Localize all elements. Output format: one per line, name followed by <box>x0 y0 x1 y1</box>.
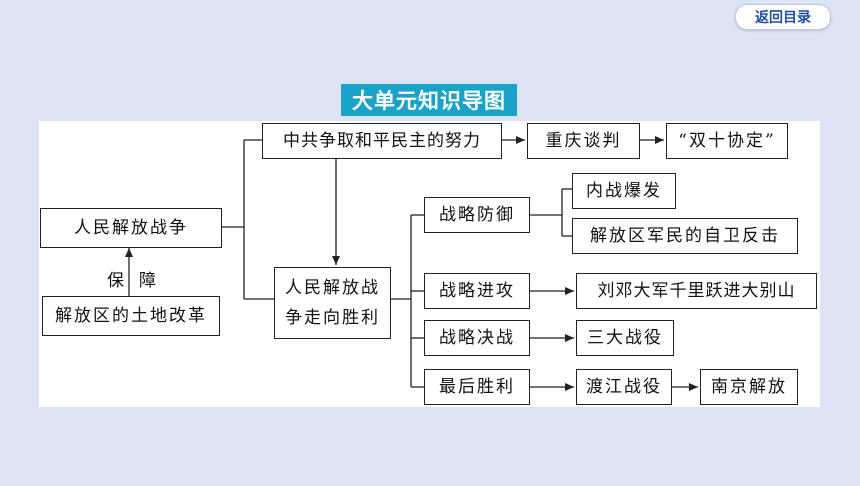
node-three-campaigns: 三大战役 <box>576 320 674 356</box>
back-to-contents-button[interactable]: 返回目录 <box>735 4 831 30</box>
connector-lines <box>125 136 698 391</box>
label-guarantee-1: 保 <box>107 271 124 291</box>
node-final-victory: 最后胜利 <box>424 369 530 405</box>
node-double-ten: “双十协定” <box>666 123 788 159</box>
mind-map-panel: 人民解放战争 解放区的土地改革 保 障 中共争取和平民主的努力 重庆谈判 “双十… <box>39 121 820 407</box>
node-war-to-victory: 人民解放战争走向胜利 <box>274 267 391 339</box>
node-people-war: 人民解放战争 <box>40 208 222 248</box>
node-ccp-strive: 中共争取和平民主的努力 <box>262 123 502 159</box>
node-crossing-river: 渡江战役 <box>576 369 672 405</box>
node-land-reform: 解放区的土地改革 <box>42 296 220 336</box>
node-civil-war: 内战爆发 <box>572 173 676 209</box>
label-guarantee-2: 障 <box>139 271 156 291</box>
node-strategic-decisive: 战略决战 <box>424 320 530 356</box>
node-strategic-defense: 战略防御 <box>424 197 530 233</box>
node-liu-deng: 刘邓大军千里跃进大别山 <box>576 273 817 309</box>
node-chongqing-talks: 重庆谈判 <box>527 123 640 159</box>
node-nanjing: 南京解放 <box>700 369 798 405</box>
diagram-title: 大单元知识导图 <box>341 84 517 116</box>
node-strategic-offense: 战略进攻 <box>424 273 530 309</box>
node-self-defense: 解放区军民的自卫反击 <box>572 218 798 254</box>
